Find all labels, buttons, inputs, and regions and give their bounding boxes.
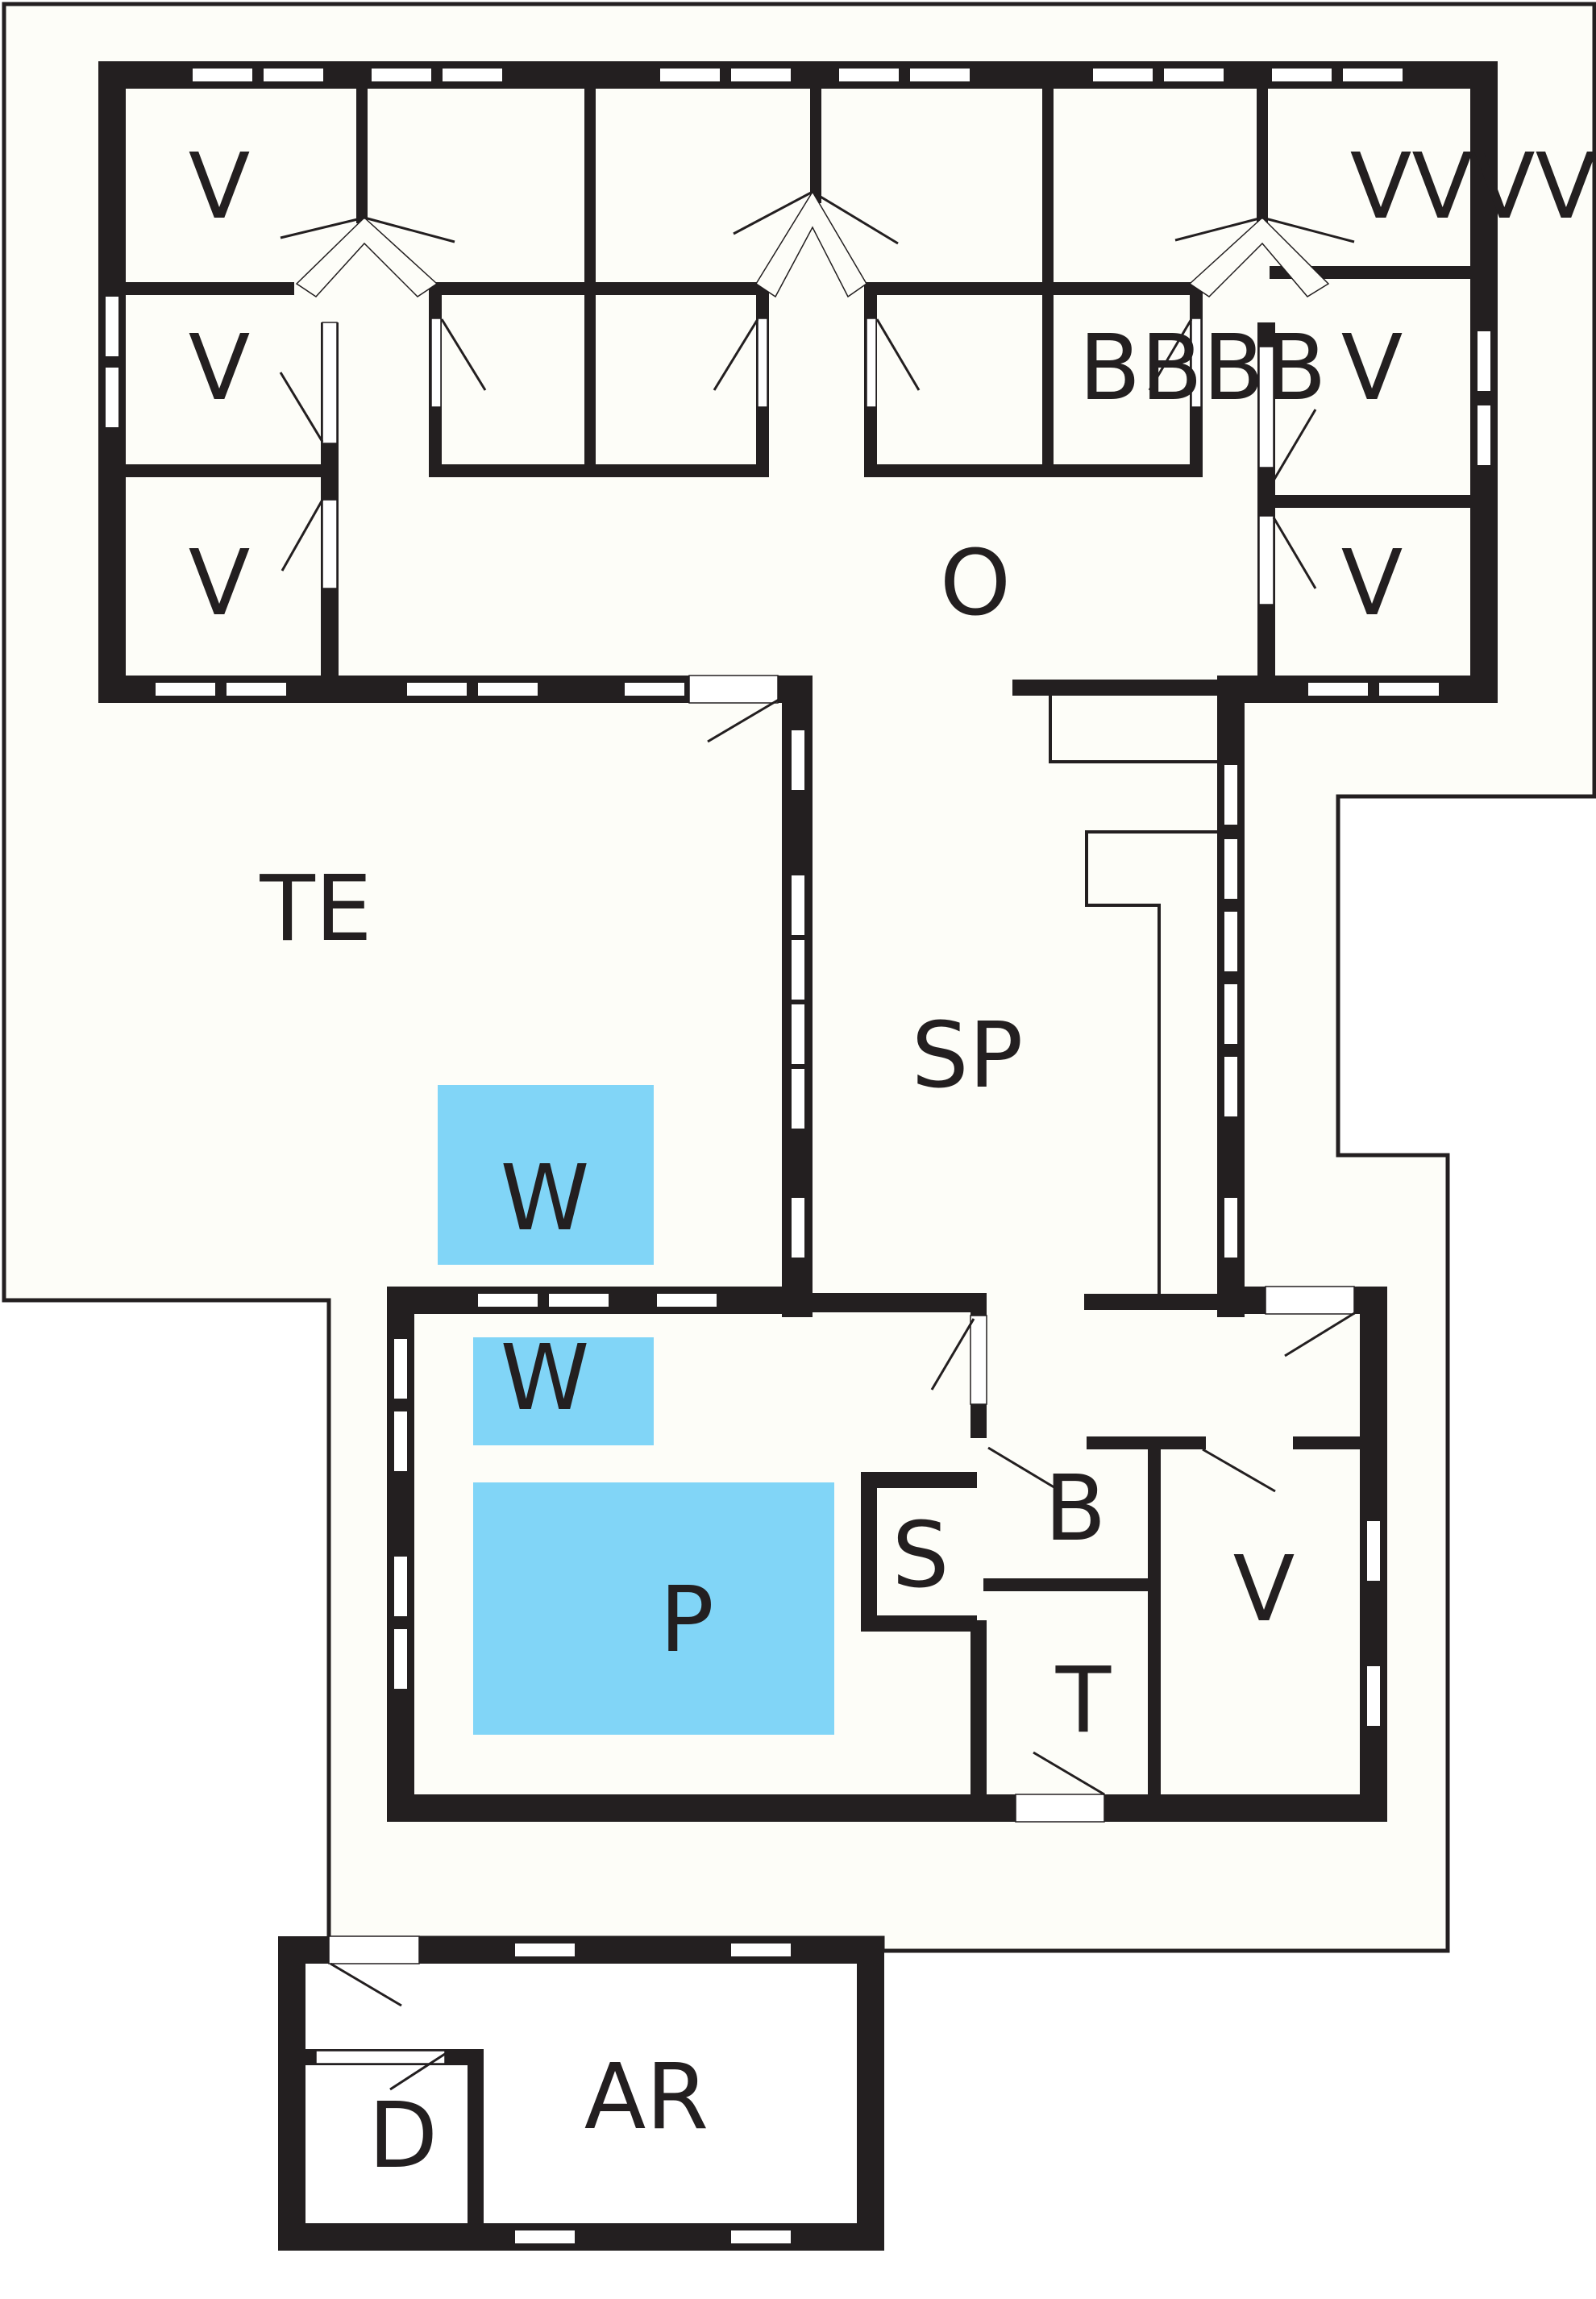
room-label-s: S	[892, 1503, 949, 1608]
windows	[104, 67, 1492, 2245]
room-label-w-indoor: W	[501, 1326, 590, 1431]
room-label-bbbb: BBBB	[1079, 316, 1326, 421]
room-label-t: T	[1055, 1648, 1112, 1753]
door-openings	[315, 318, 1355, 2064]
room-label-v-1: V	[189, 135, 251, 239]
water-area-indoor	[473, 1337, 654, 1445]
room-label-ar: AR	[584, 2045, 709, 2150]
room-label-sp: SP	[912, 1004, 1024, 1108]
room-label-p: P	[659, 1568, 714, 1673]
room-label-te: TE	[259, 857, 372, 962]
room-labels: V V V VVVV BBBB V V O TE SP W W P S B V …	[189, 135, 1596, 2189]
room-label-v-2: V	[189, 316, 251, 421]
door-swings	[279, 190, 1357, 2091]
corridor-fixtures	[1049, 695, 1219, 1298]
room-label-b: B	[1045, 1457, 1107, 1561]
room-label-o: O	[940, 531, 1011, 636]
room-label-v-3: V	[189, 531, 251, 636]
room-label-v-6: V	[1233, 1537, 1295, 1642]
room-label-d: D	[368, 2084, 438, 2189]
room-label-vvvv: VVVV	[1350, 135, 1596, 239]
water-area-outdoor	[438, 1085, 654, 1265]
room-label-v-5: V	[1341, 531, 1403, 636]
room-label-w-outdoor: W	[501, 1146, 590, 1251]
room-label-v-4: V	[1341, 316, 1403, 421]
pool	[473, 1482, 834, 1735]
